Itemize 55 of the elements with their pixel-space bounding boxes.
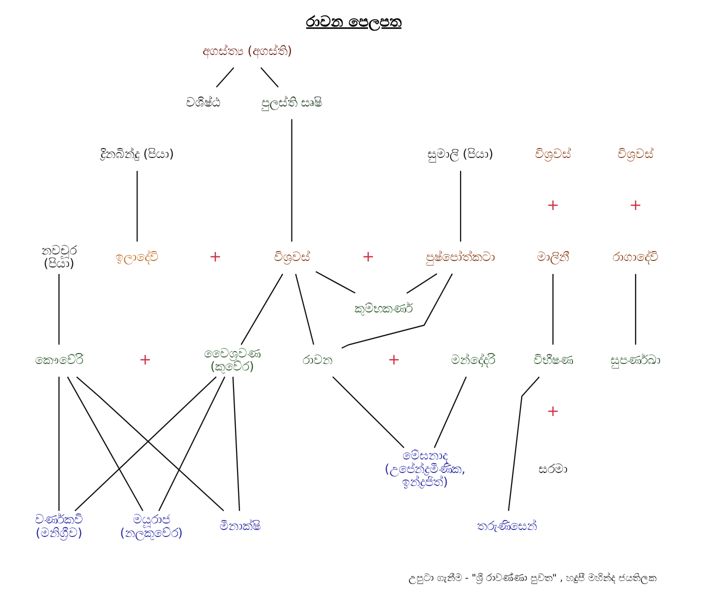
node-text: මාලිනී xyxy=(536,248,569,264)
label: + xyxy=(546,402,560,420)
connector xyxy=(295,274,314,345)
node-text: පුලස්ති සෘෂි xyxy=(261,94,322,110)
label: + xyxy=(138,350,152,368)
node-text: මීනාක්ෂි xyxy=(220,518,261,534)
node-text: නවචූර (පියා) xyxy=(41,242,76,271)
node-text: ද්‍රිනබින්දු (පියා) xyxy=(100,146,174,161)
connector xyxy=(240,274,284,345)
node-text: ඉලාදේවි xyxy=(116,248,159,264)
connector xyxy=(232,376,240,511)
connector xyxy=(406,273,438,294)
connector xyxy=(67,376,144,512)
node-text: සුමාලි (පියා) xyxy=(428,146,494,161)
node-text: විශ්‍රවස් xyxy=(618,146,654,161)
connector xyxy=(434,376,467,448)
node-text: සරමා xyxy=(538,460,568,476)
diagram-title: රාවන පෙලපත xyxy=(306,12,402,30)
node-text: මේඝනාද (උපේන්ද්‍රමීණික, ඉන්ද්‍රජිත්) xyxy=(384,448,466,490)
node-text: වර්ණකවි (මනිග්‍රීව) xyxy=(34,512,83,540)
connector xyxy=(291,119,292,242)
connector xyxy=(552,274,554,345)
connector xyxy=(332,376,404,448)
node-text: විශ්‍රවස් xyxy=(534,146,571,161)
node-text: විභීෂණ xyxy=(533,352,572,368)
connector xyxy=(460,170,462,242)
node-text: මයූරාජ (නලකුවේර) xyxy=(120,512,183,540)
connector xyxy=(260,67,279,88)
caption: උපුටා ගැනීම - "ශ්‍රී රාවණ්ණා පුවත" , හදුපී මහින්ද ජයතිලක xyxy=(408,572,656,584)
node-text: රාගාදේවි xyxy=(612,248,659,264)
label: + xyxy=(209,247,222,266)
label: + xyxy=(546,196,560,214)
label: + xyxy=(362,247,374,266)
connector xyxy=(341,273,453,349)
node-text: වශිෂ්ඨ xyxy=(186,94,220,110)
connector xyxy=(508,376,540,511)
label: + xyxy=(629,196,642,214)
connector xyxy=(58,376,60,511)
connector xyxy=(158,376,226,512)
node-text: රාවන xyxy=(302,352,333,368)
node-text: සුපර්ණඛා xyxy=(610,352,661,368)
connector xyxy=(635,274,636,345)
node-text: පුෂ්පෝත්කටා xyxy=(426,248,496,264)
node-text: කෞවේරි xyxy=(34,352,83,368)
node-text: තරුණිසෙන් xyxy=(476,518,537,534)
node-text: විශ්‍රවස් xyxy=(274,248,310,264)
label: + xyxy=(388,350,400,368)
connector xyxy=(216,67,234,88)
node-text: මන්දෝදරි xyxy=(451,352,496,368)
node-text: වෛශ්‍රවණ (කුවේර) xyxy=(204,345,260,374)
node-text: අගස්ත්‍ය (අගස්ති) xyxy=(202,42,292,58)
node-text: කුම්භකර්ණ xyxy=(354,300,412,316)
connector xyxy=(136,170,138,242)
connector xyxy=(316,271,356,294)
connector xyxy=(58,274,60,345)
